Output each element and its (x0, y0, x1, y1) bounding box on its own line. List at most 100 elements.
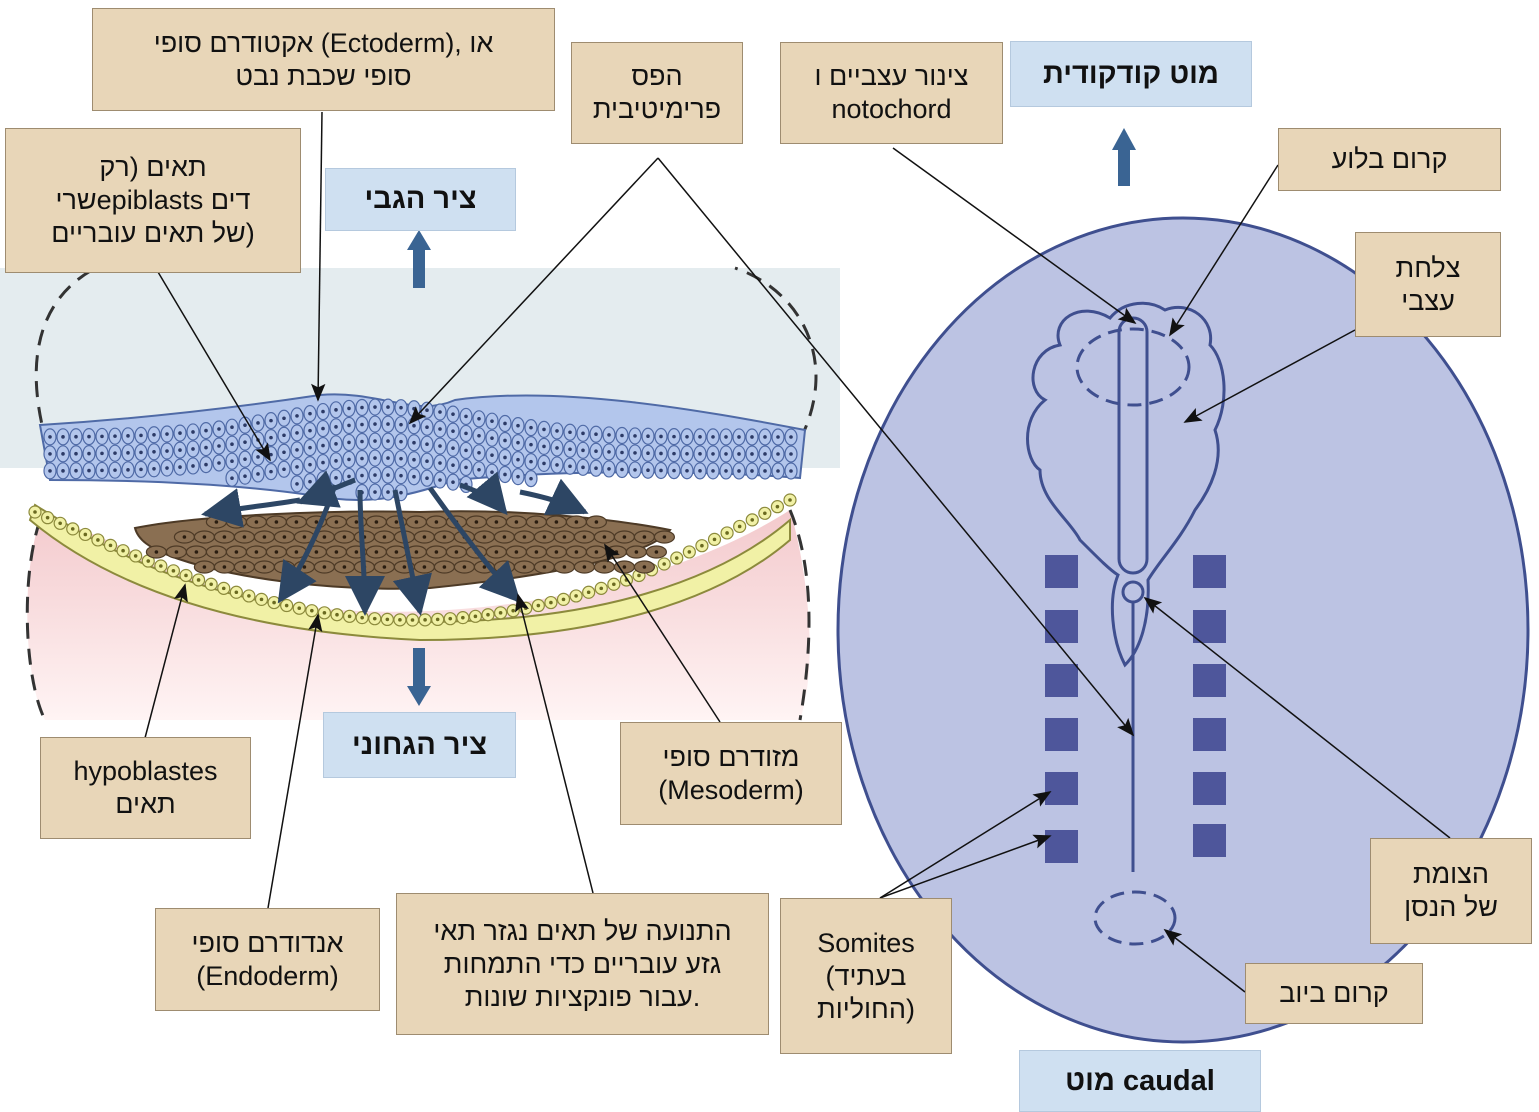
cell-nucleus (412, 407, 416, 411)
cell-nucleus (411, 618, 415, 622)
cell-nucleus (285, 604, 289, 608)
cell-nucleus (672, 452, 676, 456)
cell-nucleus (235, 550, 239, 554)
cell-nucleus (113, 434, 117, 438)
cell-nucleus (355, 550, 359, 554)
cell-nucleus (713, 538, 717, 542)
cell-nucleus (711, 452, 715, 456)
cell-nucleus (215, 550, 219, 554)
cell-nucleus (100, 435, 104, 439)
cell-nucleus (461, 616, 465, 620)
cell-nucleus (87, 469, 91, 473)
cell-nucleus (529, 426, 533, 430)
cell-nucleus (615, 550, 619, 554)
cell-nucleus (423, 535, 427, 539)
cell-nucleus (503, 565, 507, 569)
label-endoderm: אנדודרם סופי (Endoderm) (155, 908, 380, 1011)
cell-nucleus (315, 550, 319, 554)
cell-nucleus (139, 451, 143, 455)
cell-nucleus (574, 594, 578, 598)
axis-cranial: מוט קודקודית (1010, 41, 1252, 107)
cell-nucleus (503, 473, 507, 477)
cell-nucleus (724, 435, 728, 439)
cell-nucleus (243, 565, 247, 569)
cell-nucleus (568, 430, 572, 434)
cell-nucleus (373, 439, 377, 443)
cell-nucleus (321, 478, 325, 482)
cell-nucleus (477, 434, 481, 438)
cell-nucleus (646, 468, 650, 472)
cell-nucleus (623, 565, 627, 569)
cell-nucleus (386, 473, 390, 477)
cell-nucleus (134, 554, 138, 558)
cell-nucleus (399, 457, 403, 461)
cell-nucleus (399, 423, 403, 427)
label-cloacal-membrane: קרום ביוב (1245, 963, 1423, 1024)
cell-nucleus (48, 469, 52, 473)
cell-nucleus (451, 429, 455, 433)
cell-nucleus (165, 432, 169, 436)
cell-nucleus (256, 455, 260, 459)
cell-nucleus (373, 456, 377, 460)
cell-nucleus (436, 618, 440, 622)
cell-nucleus (563, 565, 567, 569)
cell-nucleus (763, 469, 767, 473)
cell-nucleus (643, 535, 647, 539)
cell-nucleus (581, 466, 585, 470)
cell-nucleus (623, 535, 627, 539)
cell-nucleus (555, 463, 559, 467)
cell-nucleus (217, 427, 221, 431)
cell-nucleus (126, 434, 130, 438)
cell-nucleus (87, 435, 91, 439)
cell-nucleus (282, 433, 286, 437)
cell-nucleus (612, 582, 616, 586)
cell-nucleus (243, 457, 247, 461)
cell-nucleus (435, 520, 439, 524)
cell-nucleus (451, 480, 455, 484)
cell-nucleus (477, 468, 481, 472)
cell-nucleus (646, 434, 650, 438)
cell-nucleus (711, 435, 715, 439)
cell-nucleus (750, 452, 754, 456)
cell-nucleus (524, 606, 528, 610)
cell-nucleus (295, 465, 299, 469)
cell-nucleus (425, 476, 429, 480)
cell-nucleus (451, 412, 455, 416)
cell-nucleus (323, 565, 327, 569)
cell-nucleus (204, 446, 208, 450)
cell-nucleus (321, 461, 325, 465)
cell-nucleus (555, 429, 559, 433)
cell-nucleus (373, 490, 377, 494)
cell-nucleus (295, 482, 299, 486)
cell-nucleus (386, 405, 390, 409)
cell-nucleus (523, 565, 527, 569)
cell-nucleus (595, 520, 599, 524)
cell-nucleus (373, 422, 377, 426)
cell-nucleus (152, 433, 156, 437)
cell-nucleus (503, 422, 507, 426)
cell-nucleus (423, 618, 427, 622)
cell-nucleus (230, 442, 234, 446)
cell-nucleus (360, 406, 364, 410)
cell-nucleus (599, 587, 603, 591)
cell-nucleus (297, 606, 301, 610)
cell-nucleus (789, 469, 793, 473)
cell-nucleus (178, 431, 182, 435)
cell-nucleus (355, 520, 359, 524)
cell-nucleus (283, 535, 287, 539)
cell-nucleus (383, 565, 387, 569)
cell-nucleus (282, 450, 286, 454)
cell-nucleus (275, 550, 279, 554)
cell-nucleus (46, 516, 50, 520)
cell-nucleus (633, 451, 637, 455)
cell-nucleus (308, 480, 312, 484)
label-epiblast: תאים (רק שריepiblasts דים של תאים עובריי… (5, 128, 301, 273)
cell-nucleus (295, 550, 299, 554)
cell-nucleus (375, 520, 379, 524)
label-neural-plate: צלחת עצבי (1355, 232, 1501, 337)
cell-nucleus (282, 416, 286, 420)
cell-nucleus (711, 469, 715, 473)
cell-nucleus (323, 611, 327, 615)
cell-nucleus (511, 609, 515, 613)
cell-nucleus (503, 535, 507, 539)
